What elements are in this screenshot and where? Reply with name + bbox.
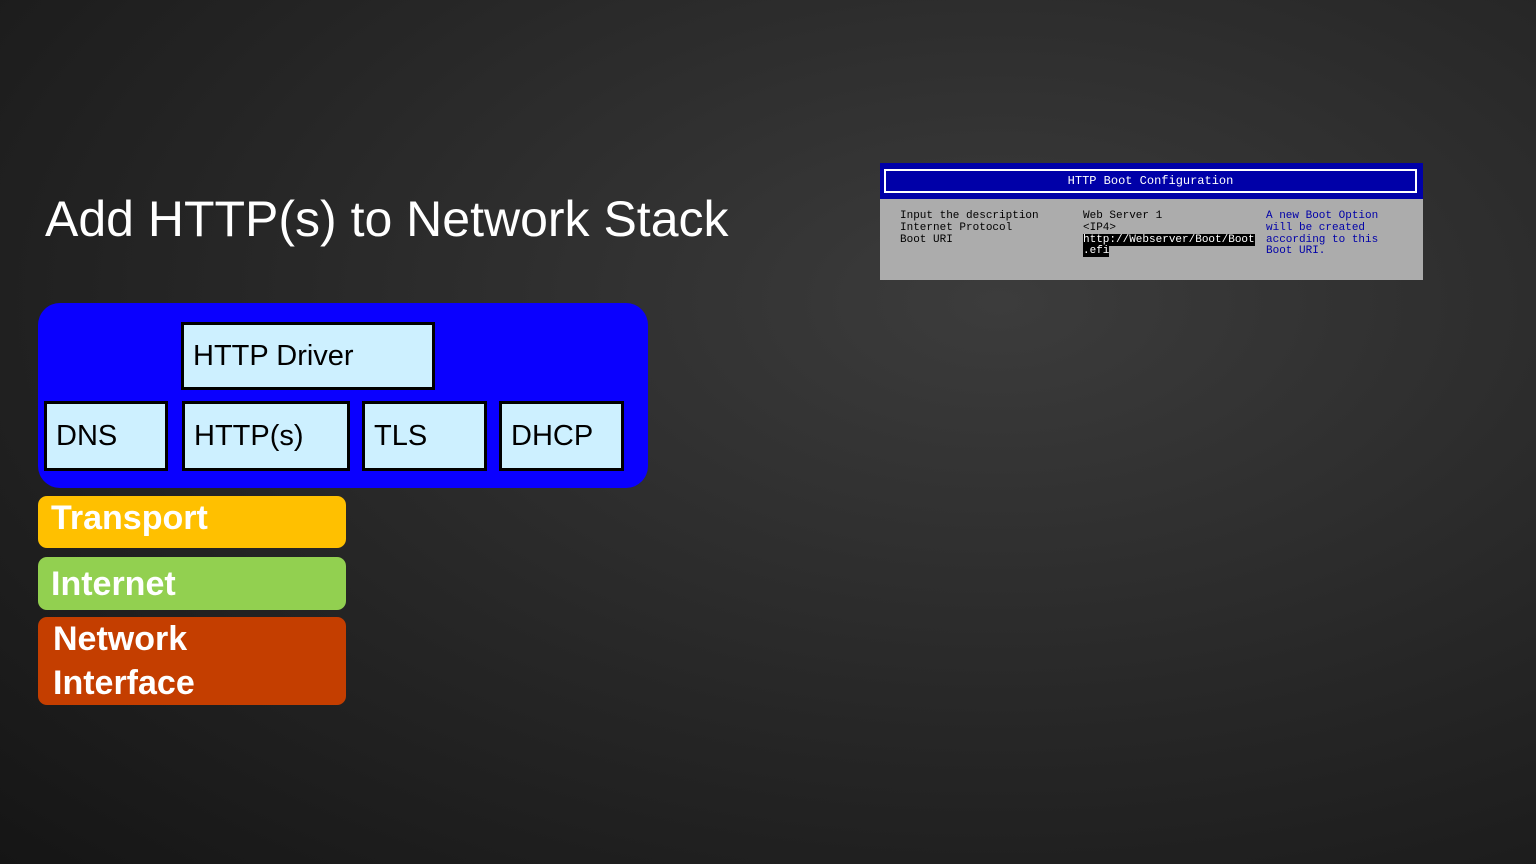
boot-uri-line2: .efi <box>1083 245 1110 258</box>
help-line-2: will be created <box>1266 221 1366 234</box>
application-layer-panel: HTTP Driver DNS HTTP(s) TLS DHCP <box>38 303 648 488</box>
boot-header-title: HTTP Boot Configuration <box>884 169 1417 193</box>
transport-layer: Transport <box>38 496 346 548</box>
network-interface-line2: Interface <box>53 664 195 702</box>
help-line-1: A new Boot Option <box>1266 210 1379 222</box>
boot-help-text: A new Boot Option will be created accord… <box>1266 210 1379 258</box>
description-field[interactable]: Web Server 1 <box>1083 210 1163 222</box>
slide-title: Add HTTP(s) to Network Stack <box>45 191 729 247</box>
dhcp-box: DHCP <box>499 401 624 471</box>
network-interface-line1: Network <box>53 620 188 658</box>
http-boot-config-screenshot: HTTP Boot Configuration Input the descri… <box>880 163 1423 280</box>
tls-box: TLS <box>362 401 487 471</box>
label-boot-uri: Boot URI <box>900 233 953 246</box>
boot-uri-field[interactable]: http://Webserver/Boot/Boot .efi <box>1083 233 1255 259</box>
network-interface-layer: Network Interface <box>38 617 346 705</box>
label-protocol: Internet Protocol <box>900 221 1013 234</box>
boot-uri-line1: http://Webserver/Boot/Boot <box>1083 233 1255 246</box>
http-driver-box: HTTP Driver <box>181 322 435 390</box>
internet-layer: Internet <box>38 557 346 610</box>
label-description: Input the description <box>900 210 1039 222</box>
help-line-3: according to this <box>1266 233 1379 246</box>
boot-labels: Input the description Internet Protocol … <box>900 210 1039 246</box>
help-line-4: Boot URI. <box>1266 245 1326 258</box>
https-box: HTTP(s) <box>182 401 350 471</box>
dns-box: DNS <box>44 401 168 471</box>
protocol-field[interactable]: <IP4> <box>1083 221 1117 234</box>
boot-values: Web Server 1 <IP4> http://Webserver/Boot… <box>1083 210 1255 259</box>
